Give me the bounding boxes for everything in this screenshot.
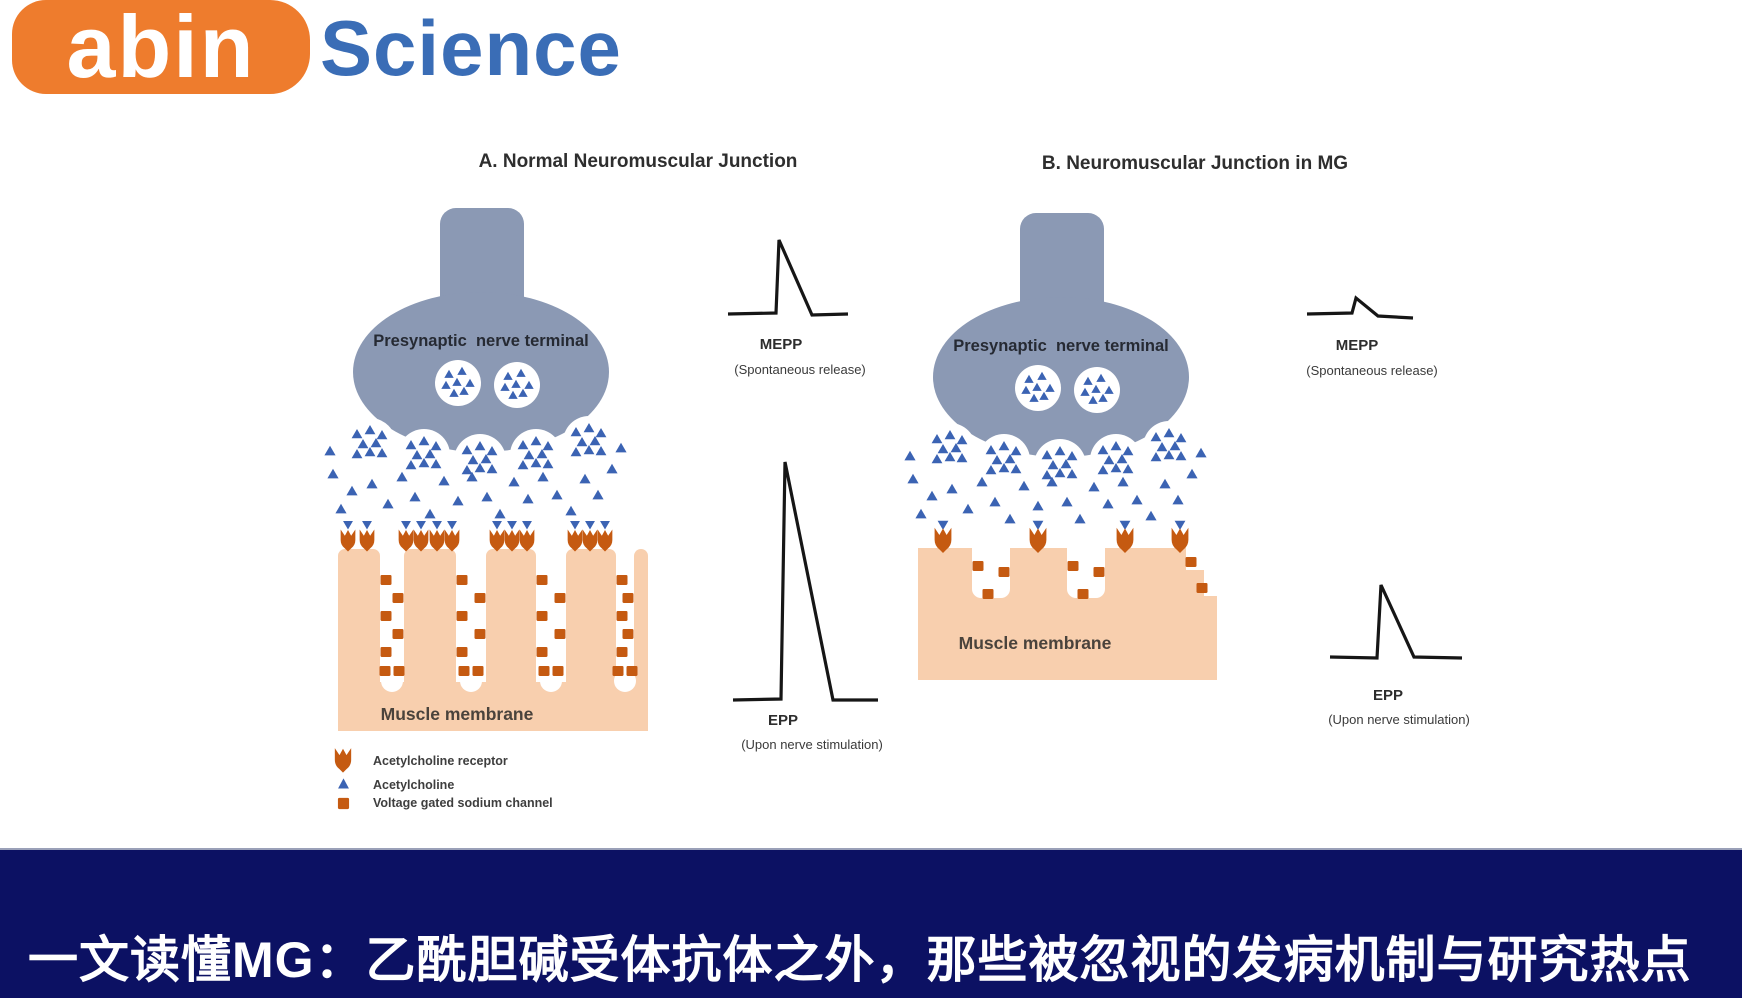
panel-b-epp-sublabel: (Upon nerve stimulation) (1328, 712, 1470, 727)
legend-label: Acetylcholine receptor (373, 754, 508, 768)
legend-item-voltage-gated-sodium-channel: Voltage gated sodium channel (331, 796, 553, 810)
panel-b-epp-label: EPP (1372, 687, 1404, 704)
panel-a-presynaptic-terminal-label: Presynaptic nerve terminal (373, 332, 589, 350)
panel-a-epp-sublabel: (Upon nerve stimulation) (741, 737, 883, 752)
legend-item-acetylcholine: Acetylcholine (331, 777, 454, 792)
legend-item-acetylcholine-receptor: Acetylcholine receptor (331, 747, 508, 775)
panel-a-mepp-trace (727, 239, 849, 317)
panel-a-title: A. Normal Neuromuscular Junction (478, 151, 798, 172)
panel-b-mepp-trace (1306, 295, 1414, 320)
panel-a-muscle-membrane-shape (338, 520, 648, 731)
banner-headline: 一文读懂MG：乙酰胆碱受体抗体之外，那些被忽视的发病机制与研究热点 (28, 932, 1692, 988)
panel-a-epp-label: EPP (767, 712, 799, 729)
logo-abin-text: abin (66, 0, 256, 96)
panel-b-mepp-sublabel: (Spontaneous release) (1306, 363, 1438, 378)
panel-a-epp-trace (732, 461, 878, 702)
panel-b-muscle-membrane-label: Muscle membrane (958, 633, 1112, 653)
panel-a-mepp-sublabel: (Spontaneous release) (734, 362, 866, 377)
panel-a-mepp-label: MEPP (759, 336, 803, 353)
legend-label: Acetylcholine (373, 777, 455, 792)
logo-orange-badge: abin (12, 0, 310, 94)
panel-a-presynaptic-terminal-shape (324, 208, 627, 519)
panel-b-presynaptic-terminal-label: Presynaptic nerve terminal (953, 337, 1169, 355)
panel-a-muscle-membrane-label: Muscle membrane (380, 704, 534, 724)
bottom-banner: 一文读懂MG：乙酰胆碱受体抗体之外，那些被忽视的发病机制与研究热点 (0, 848, 1742, 998)
logo-science-text: Science (320, 4, 622, 92)
voltage-gated-sodium-channel-icon (331, 797, 355, 810)
acetylcholine-receptor-icon (331, 747, 355, 775)
panel-b-muscle-membrane-shape (918, 520, 1217, 680)
acetylcholine-icon (331, 777, 355, 792)
panel-b-presynaptic-terminal-shape (904, 213, 1207, 524)
panel-b-title: B. Neuromuscular Junction in MG (1041, 153, 1349, 174)
legend-label: Voltage gated sodium channel (373, 796, 553, 810)
panel-b-epp-trace (1329, 584, 1463, 660)
panel-b-mepp-label: MEPP (1335, 337, 1379, 354)
